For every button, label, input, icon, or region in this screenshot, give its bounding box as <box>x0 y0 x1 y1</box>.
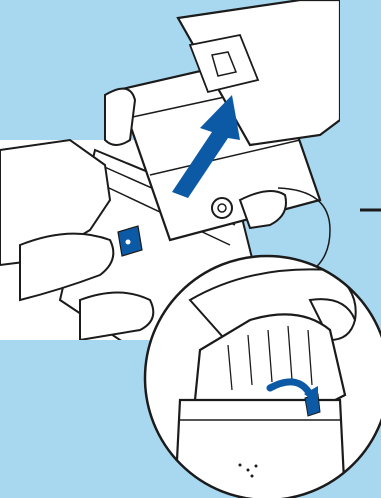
left-thumb <box>79 291 155 340</box>
knob <box>211 197 233 219</box>
inset-circle <box>143 254 381 498</box>
right-finger-top <box>104 87 137 146</box>
up-arrow-icon <box>172 95 240 198</box>
right-finger-side <box>238 190 287 230</box>
connector-line <box>277 187 331 276</box>
inset-border <box>143 254 381 498</box>
left-fingers <box>19 232 115 302</box>
top-cap <box>176 0 340 147</box>
cap-window <box>188 33 260 94</box>
